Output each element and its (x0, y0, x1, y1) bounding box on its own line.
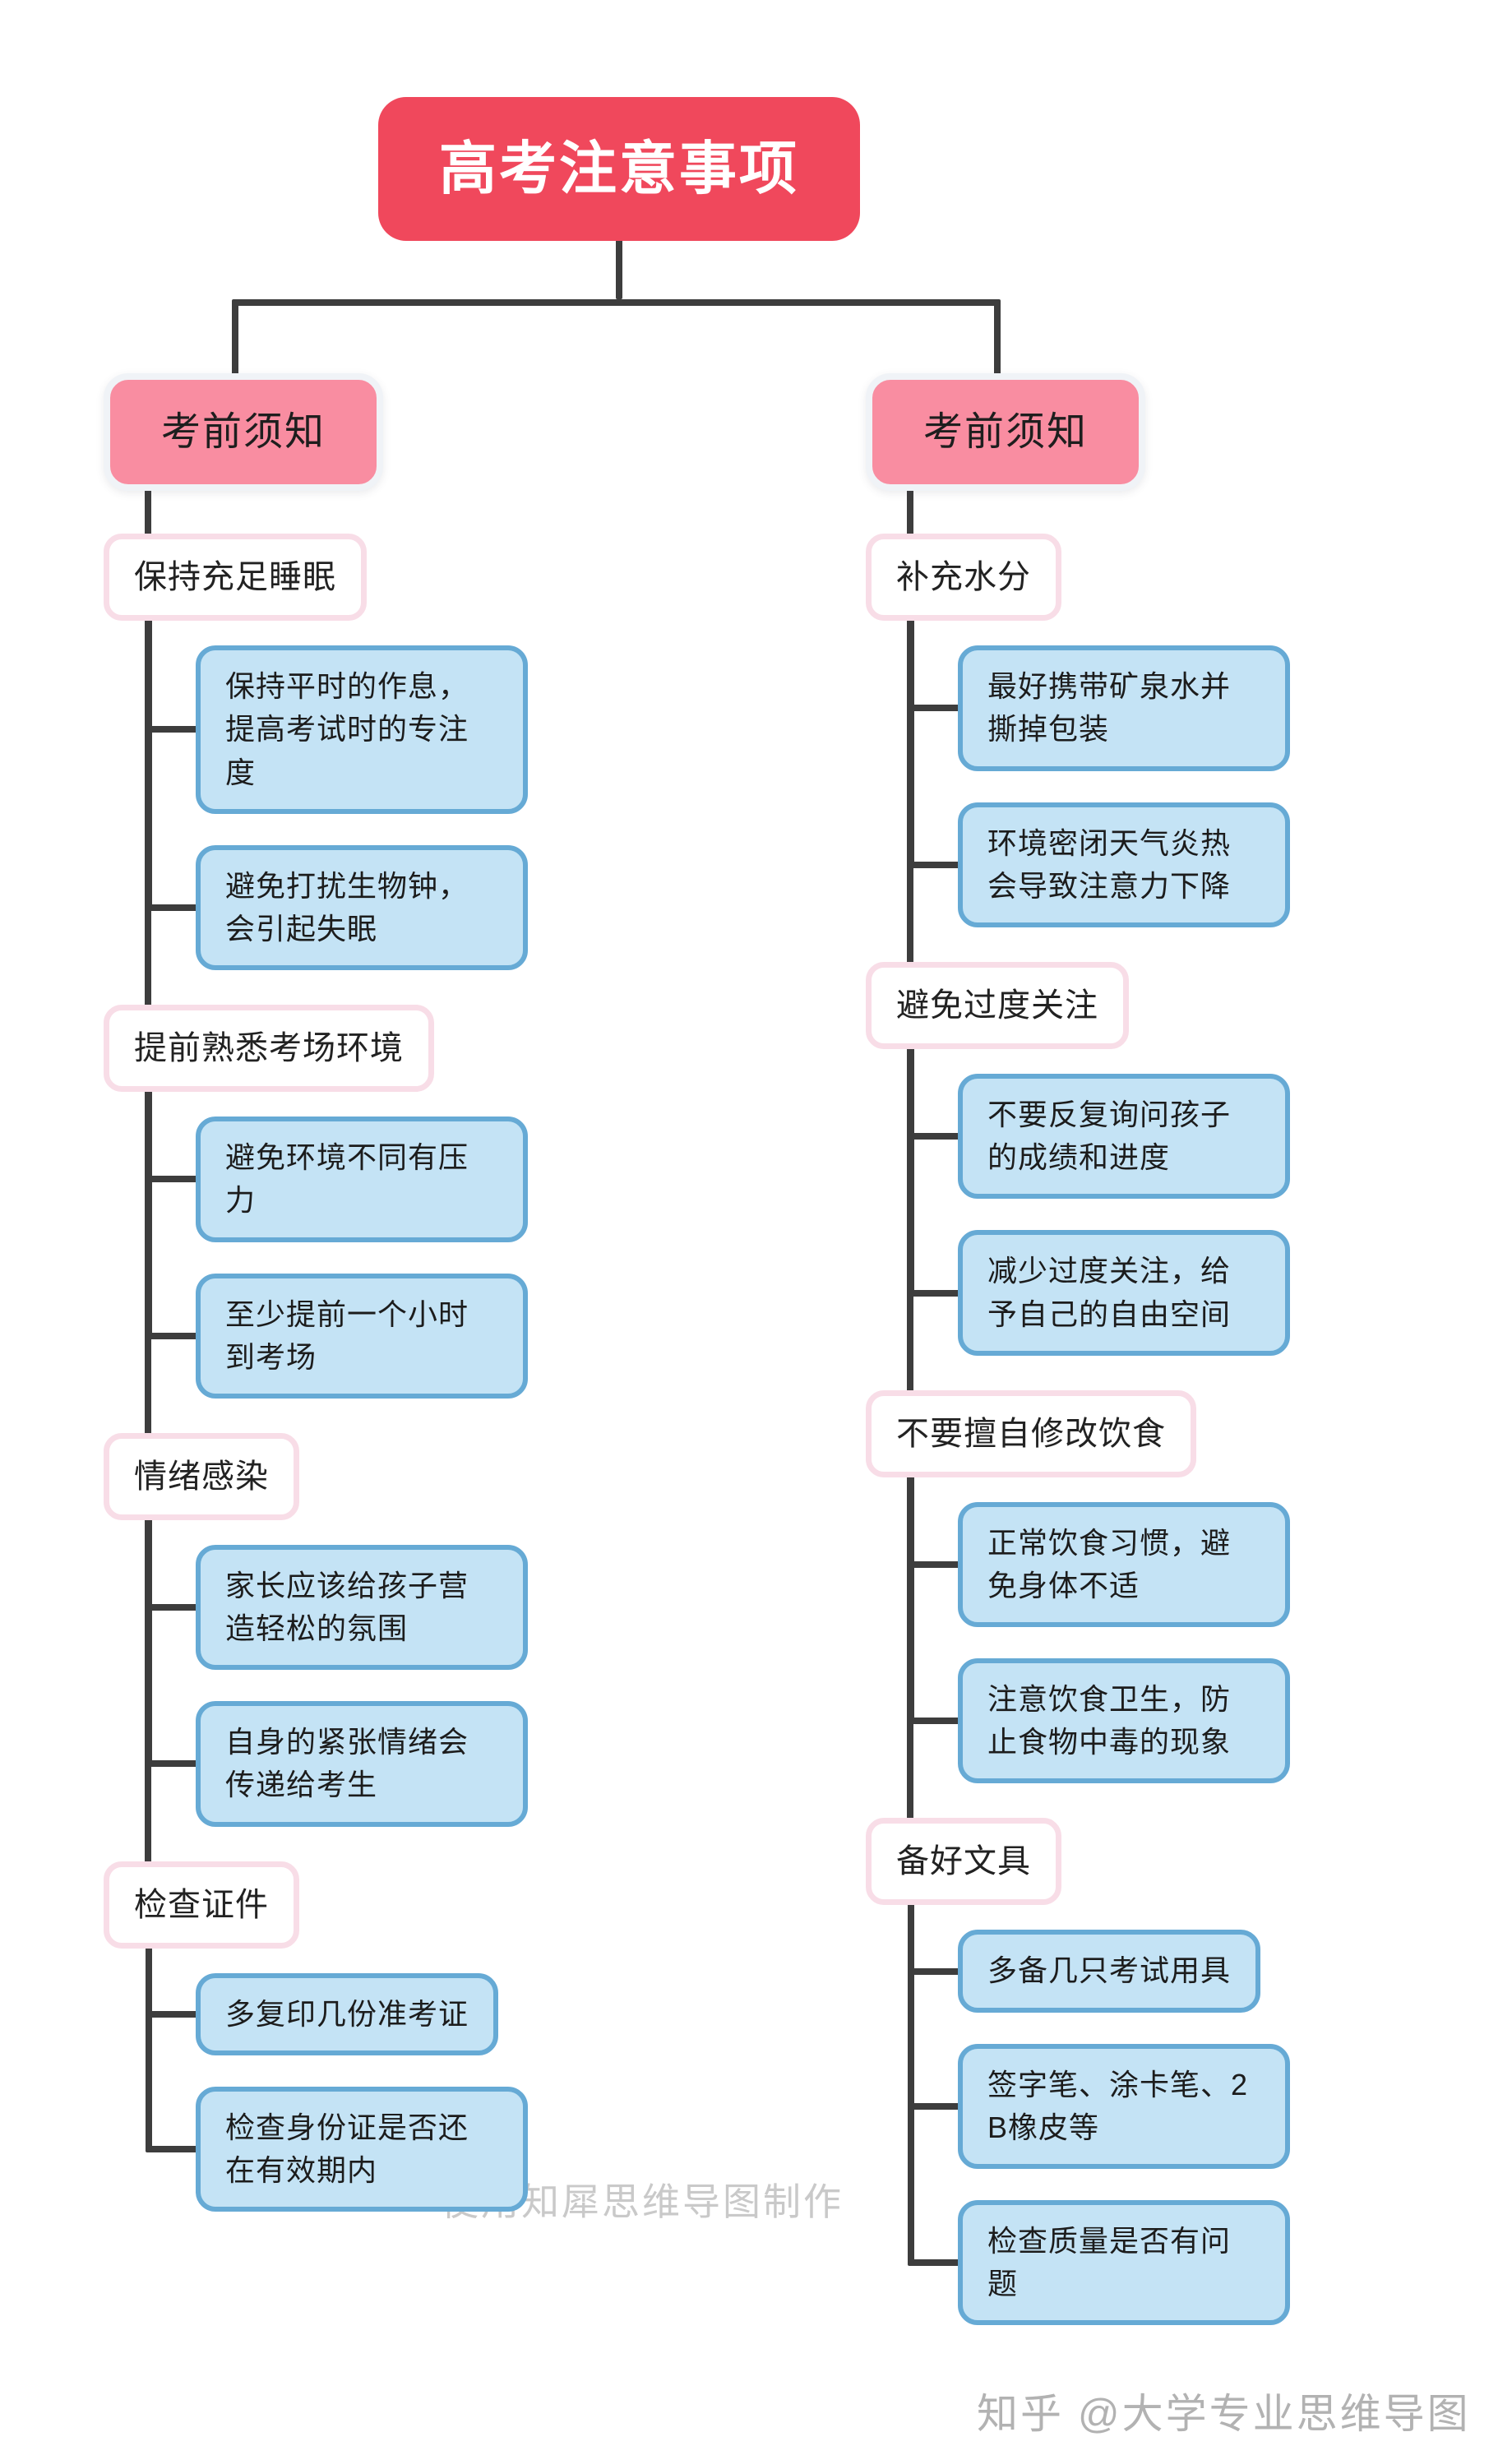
child-node: 签字笔、涂卡笔、2B橡皮等 (958, 2043, 1290, 2169)
branch-header: 考前须知 (104, 373, 384, 492)
zhihu-watermark: 知乎 @大学专业思维导图 (977, 2391, 1471, 2437)
connector-line (146, 2146, 199, 2152)
connector-line (908, 1718, 961, 1725)
child-node: 家长应该给孩子营造轻松的氛围 (196, 1544, 528, 1671)
topic-children: 家长应该给孩子营造轻松的氛围自身的紧张情绪会传递给考生 (196, 1544, 728, 1827)
connector-line (908, 705, 961, 712)
connector-line (994, 303, 1001, 377)
child-node: 至少提前一个小时到考场 (196, 1273, 528, 1399)
child-node: 减少过度关注，给予自己的自由空间 (958, 1230, 1290, 1356)
topic-group: 备好文具多备几只考试用具签字笔、涂卡笔、2B橡皮等检查质量是否有问题 (866, 1818, 1491, 2326)
child-node: 避免打扰生物钟，会引起失眠 (196, 844, 528, 971)
connector-line (908, 861, 961, 868)
topic-group: 补充水分最好携带矿泉水并撕掉包装环境密闭天气炎热会导致注意力下降 (866, 534, 1491, 927)
topic-group: 提前熟悉考场环境避免环境不同有压力至少提前一个小时到考场 (104, 1005, 728, 1399)
child-node: 自身的紧张情绪会传递给考生 (196, 1701, 528, 1827)
branch-topics: 保持充足睡眠保持平时的作息，提高考试时的专注度避免打扰生物钟，会引起失眠提前熟悉… (104, 534, 728, 2212)
root-topic: 高考注意事项 (378, 97, 860, 241)
topic-children: 多复印几份准考证检查身份证是否还在有效期内 (196, 1972, 728, 2212)
connector-line (908, 1289, 961, 1297)
subtopic-node: 避免过度关注 (866, 961, 1129, 1049)
subtopic-node: 提前熟悉考场环境 (104, 1005, 434, 1093)
connector-line (908, 1560, 961, 1568)
connector-line (908, 1902, 914, 2263)
child-node: 不要反复询问孩子的成绩和进度 (958, 1073, 1290, 1200)
connector-line (907, 486, 913, 1862)
connector-line (146, 1604, 199, 1611)
connector-line (232, 303, 238, 377)
child-node: 正常饮食习惯，避免身体不适 (958, 1501, 1290, 1628)
topic-children: 避免环境不同有压力至少提前一个小时到考场 (196, 1117, 728, 1399)
connector-line (146, 1944, 152, 2149)
child-node: 保持平时的作息，提高考试时的专注度 (196, 645, 528, 814)
child-node: 多复印几份准考证 (196, 1972, 499, 2055)
subtopic-node: 检查证件 (104, 1861, 299, 1949)
connector-line (146, 904, 199, 911)
topic-group: 情绪感染家长应该给孩子营造轻松的氛围自身的紧张情绪会传递给考生 (104, 1432, 728, 1827)
child-node: 最好携带矿泉水并撕掉包装 (958, 645, 1290, 771)
connector-line (146, 1176, 199, 1183)
child-node: 检查身份证是否还在有效期内 (196, 2086, 528, 2212)
topic-children: 不要反复询问孩子的成绩和进度减少过度关注，给予自己的自由空间 (958, 1073, 1491, 1356)
connector-line (146, 726, 199, 733)
topic-group: 保持充足睡眠保持平时的作息，提高考试时的专注度避免打扰生物钟，会引起失眠 (104, 534, 728, 971)
child-node: 检查质量是否有问题 (958, 2200, 1290, 2326)
branch-left: 考前须知 保持充足睡眠保持平时的作息，提高考试时的专注度避免打扰生物钟，会引起失… (104, 373, 728, 2246)
topic-group: 检查证件多复印几份准考证检查身份证是否还在有效期内 (104, 1861, 728, 2212)
connector-line (146, 1760, 199, 1768)
subtopic-node: 备好文具 (866, 1818, 1061, 1906)
connector-line (146, 2010, 199, 2018)
connector-line (908, 2259, 961, 2267)
subtopic-node: 补充水分 (866, 534, 1061, 622)
child-node: 避免环境不同有压力 (196, 1117, 528, 1242)
branch-right: 考前须知 补充水分最好携带矿泉水并撕掉包装环境密闭天气炎热会导致注意力下降避免过… (866, 373, 1491, 2360)
branch-header: 考前须知 (866, 373, 1146, 492)
topic-children: 保持平时的作息，提高考试时的专注度避免打扰生物钟，会引起失眠 (196, 645, 728, 971)
topic-group: 避免过度关注不要反复询问孩子的成绩和进度减少过度关注，给予自己的自由空间 (866, 961, 1491, 1356)
subtopic-node: 情绪感染 (104, 1432, 299, 1520)
connector-line (616, 238, 622, 299)
connector-line (908, 2102, 961, 2110)
topic-children: 正常饮食习惯，避免身体不适注意饮食卫生，防止食物中毒的现象 (958, 1501, 1491, 1784)
branch-topics: 补充水分最好携带矿泉水并撕掉包装环境密闭天气炎热会导致注意力下降避免过度关注不要… (866, 534, 1491, 2326)
subtopic-node: 保持充足睡眠 (104, 534, 367, 622)
connector-line (146, 1332, 199, 1339)
connector-line (145, 486, 151, 1905)
topic-children: 最好携带矿泉水并撕掉包装环境密闭天气炎热会导致注意力下降 (958, 645, 1491, 927)
topic-group: 不要擅自修改饮食正常饮食习惯，避免身体不适注意饮食卫生，防止食物中毒的现象 (866, 1389, 1491, 1784)
topic-children: 多备几只考试用具签字笔、涂卡笔、2B橡皮等检查质量是否有问题 (958, 1930, 1491, 2326)
child-node: 注意饮食卫生，防止食物中毒的现象 (958, 1658, 1290, 1784)
child-node: 多备几只考试用具 (958, 1930, 1261, 2013)
child-node: 环境密闭天气炎热会导致注意力下降 (958, 802, 1290, 927)
subtopic-node: 不要擅自修改饮食 (866, 1389, 1196, 1477)
connector-line (232, 299, 1001, 306)
connector-line (908, 1133, 961, 1140)
connector-line (908, 1967, 961, 1975)
